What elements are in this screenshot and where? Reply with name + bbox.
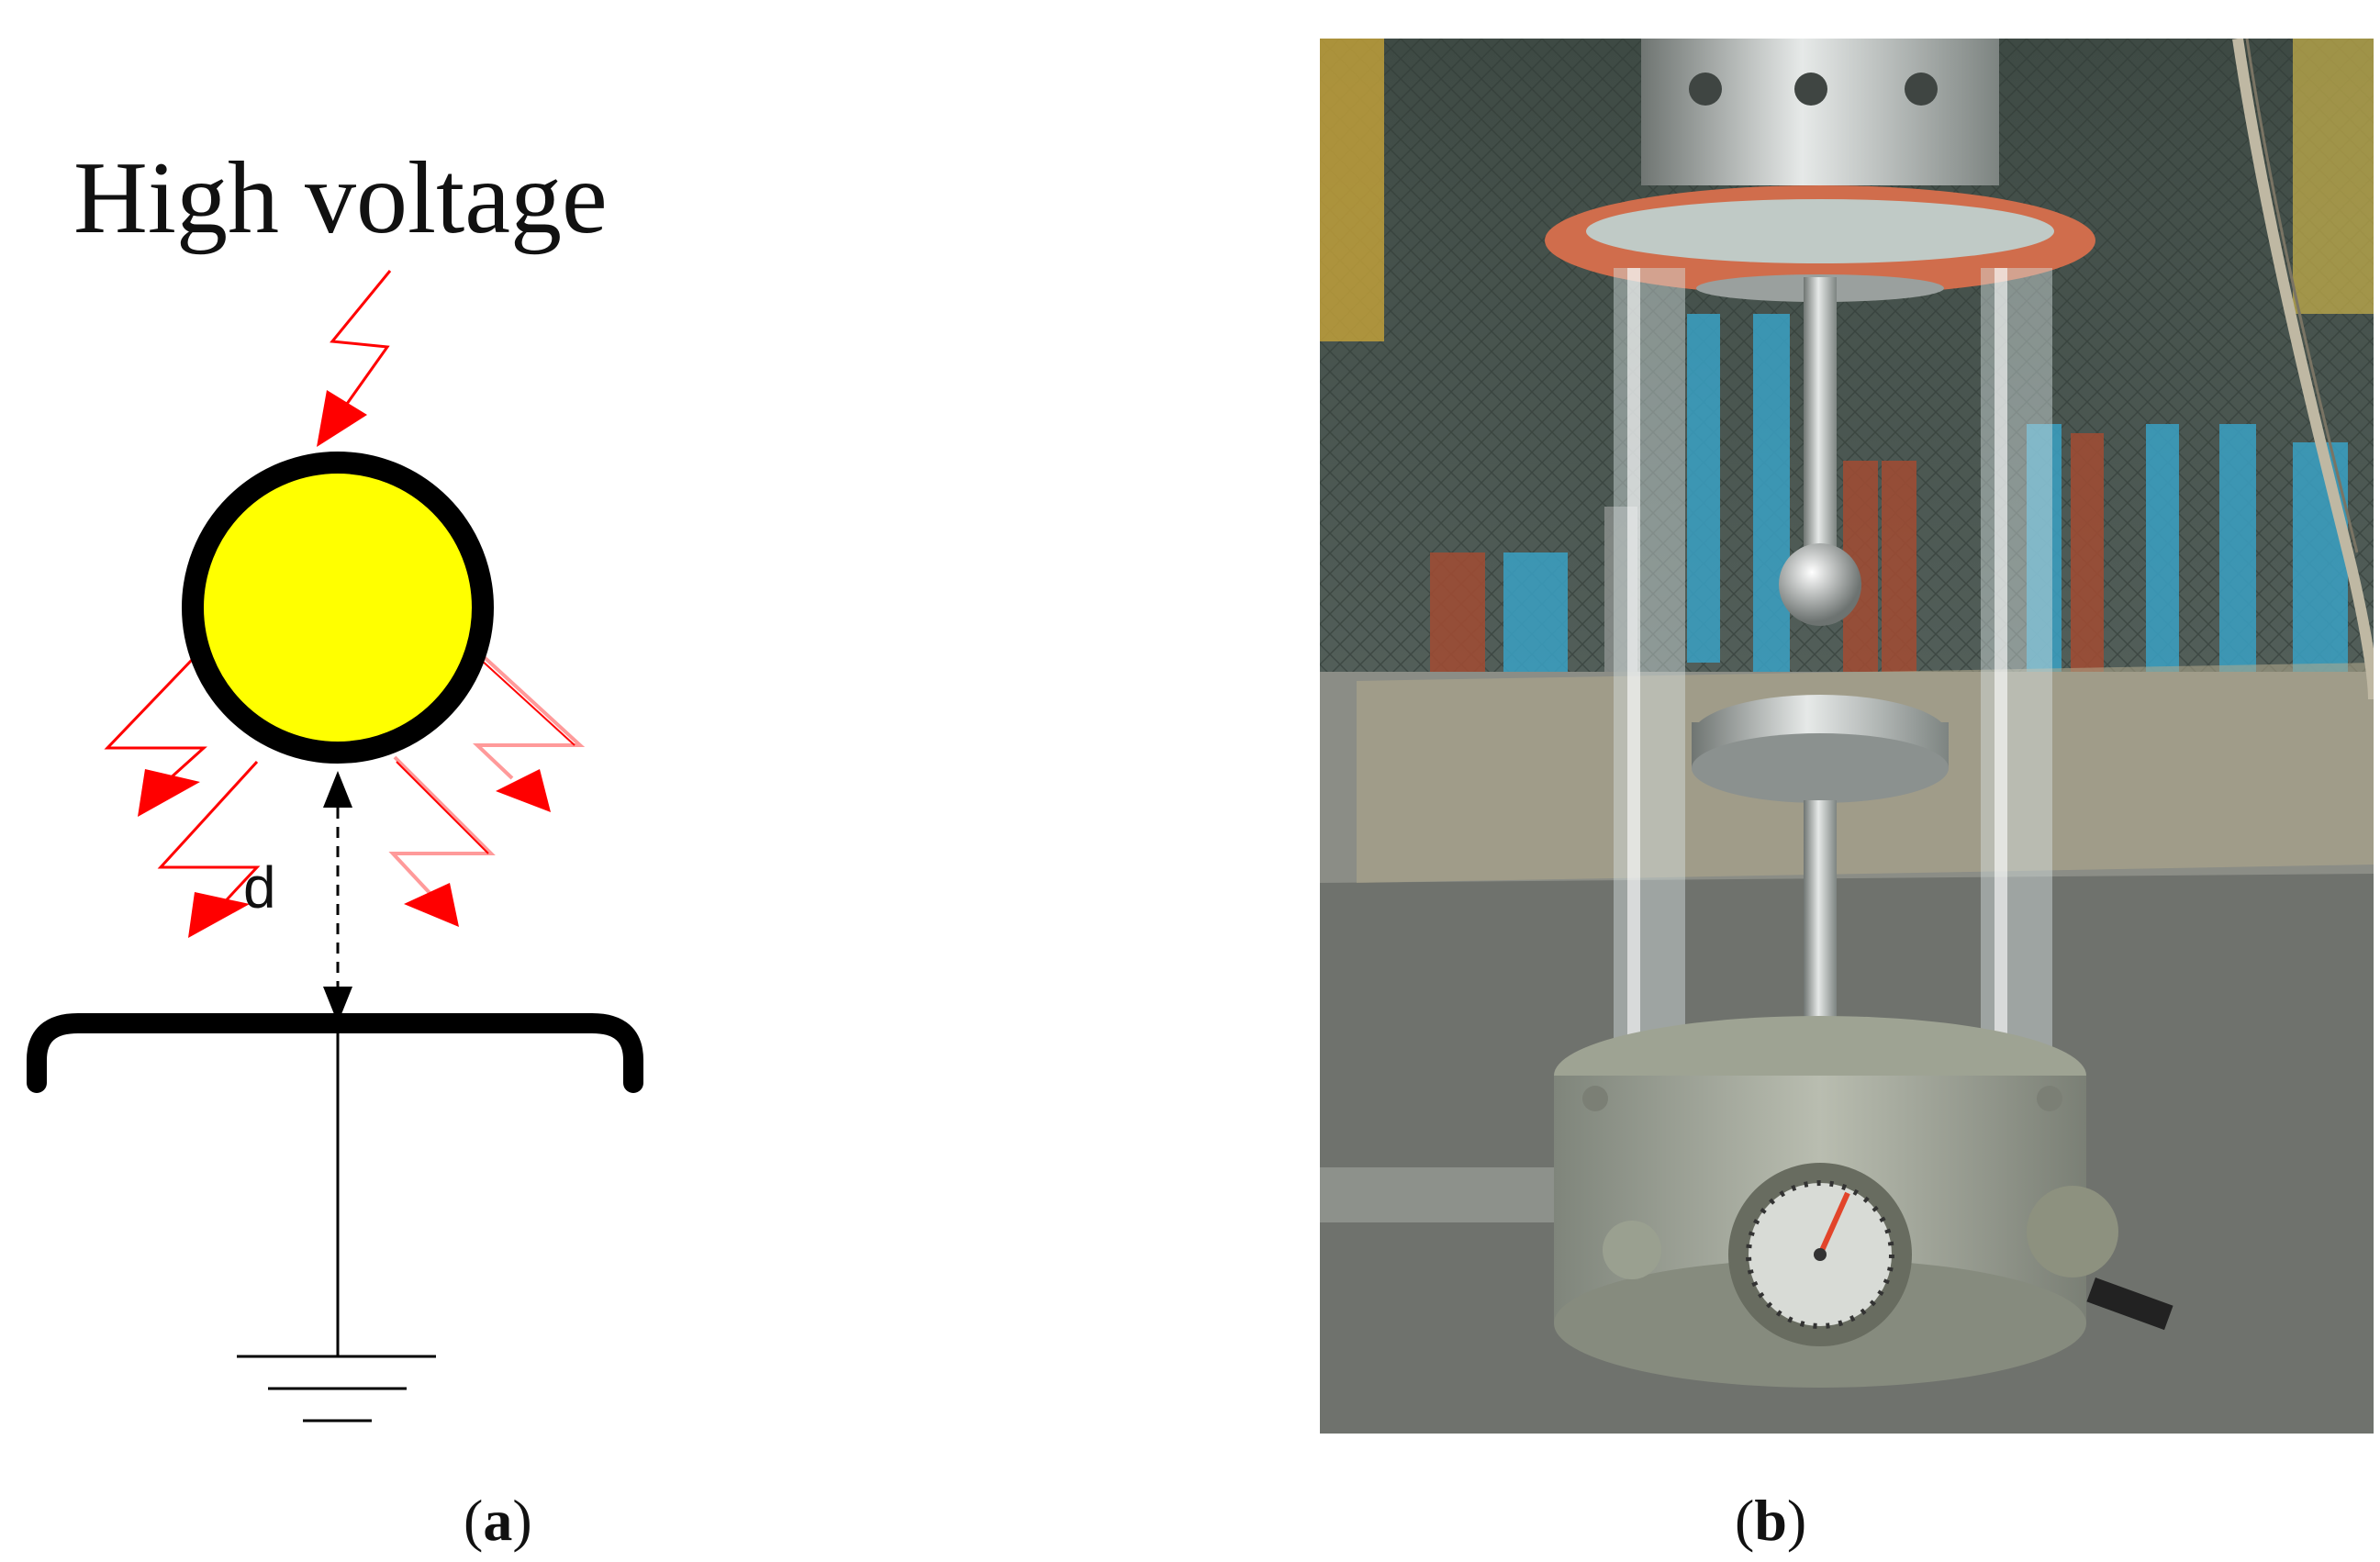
schematic-panel: High voltage d [0,0,1101,1562]
ground-symbol [237,1355,436,1423]
gap-distance-arrow [323,771,352,1023]
discharge-bolt-left-lower [157,760,261,938]
caption-a-open: ( [464,1488,484,1553]
high-voltage-label: High voltage [73,141,608,255]
gap-distance-label: d [243,854,276,920]
caption-a-letter: a [483,1488,513,1553]
caption-a: (a) [464,1491,532,1550]
caption-b-close: ) [1786,1488,1807,1553]
apparatus-photo [1320,39,2374,1434]
apparatus-illustration [1320,39,2374,1434]
discharge-bolt-left-upper [104,636,215,817]
caption-b-open: ( [1735,1488,1755,1553]
discharge-bolt-right-lower [388,755,496,927]
high-voltage-sphere [182,452,494,764]
schematic-drawing [27,270,643,1423]
plane-electrode [27,1013,643,1093]
discharge-bolt-right-upper [466,641,586,812]
incoming-discharge-bolt [317,270,392,447]
caption-b: (b) [1735,1491,1806,1550]
caption-a-close: ) [512,1488,532,1553]
caption-b-letter: b [1754,1488,1787,1553]
